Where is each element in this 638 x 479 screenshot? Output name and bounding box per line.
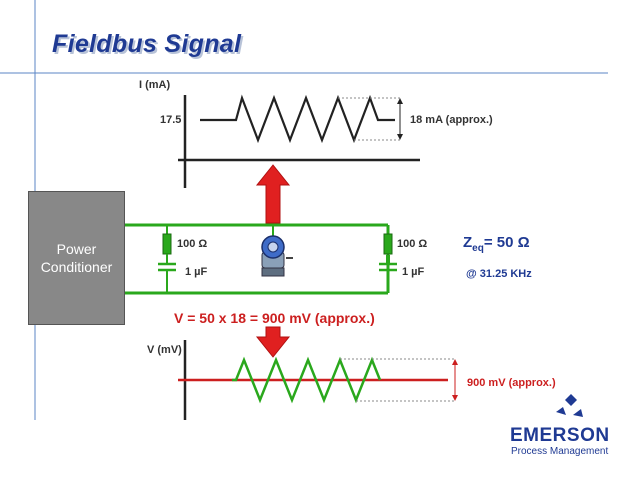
power-conditioner-line2: Conditioner bbox=[40, 259, 113, 275]
current-waveform bbox=[200, 94, 395, 144]
current-arrow-head-top bbox=[397, 98, 403, 104]
left-capacitor-label: 1 µF bbox=[185, 266, 208, 278]
power-conditioner-box: Power Conditioner bbox=[28, 191, 125, 325]
up-arrow-icon bbox=[255, 164, 291, 224]
right-resistor bbox=[383, 233, 393, 255]
voltage-arrow-head-top bbox=[452, 359, 458, 365]
current-amplitude-label: 18 mA (approx.) bbox=[410, 114, 493, 126]
emerson-brand: EMERSON bbox=[510, 425, 610, 446]
right-cap-gap bbox=[386, 255, 390, 263]
current-axis-label: I (mA) bbox=[139, 79, 171, 91]
voltage-formula: V = 50 x 18 = 900 mV (approx.) bbox=[174, 310, 375, 326]
voltage-arrow-head-bottom bbox=[452, 395, 458, 401]
left-resistor-label: 100 Ω bbox=[177, 238, 208, 250]
current-arrow-head-bottom bbox=[397, 134, 403, 140]
slide-title: Fieldbus Signal bbox=[52, 30, 242, 58]
right-resistor-label: 100 Ω bbox=[397, 238, 428, 250]
impedance-label: Zeq= 50 Ω bbox=[463, 234, 530, 254]
voltage-amplitude-label: 900 mV (approx.) bbox=[467, 377, 556, 389]
left-resistor bbox=[162, 233, 172, 255]
down-arrow-icon bbox=[255, 326, 291, 358]
emerson-logo-icon bbox=[556, 394, 583, 417]
voltage-waveform bbox=[232, 356, 382, 404]
emerson-subtitle: Process Management bbox=[511, 446, 609, 457]
voltage-axis-label: V (mV) bbox=[147, 344, 182, 356]
power-conditioner-line1: Power bbox=[56, 241, 97, 257]
frequency-label: @ 31.25 KHz bbox=[466, 268, 532, 280]
right-capacitor-label: 1 µF bbox=[402, 266, 425, 278]
transmitter-icon bbox=[261, 225, 293, 277]
current-value-label: 17.5 bbox=[160, 114, 182, 126]
